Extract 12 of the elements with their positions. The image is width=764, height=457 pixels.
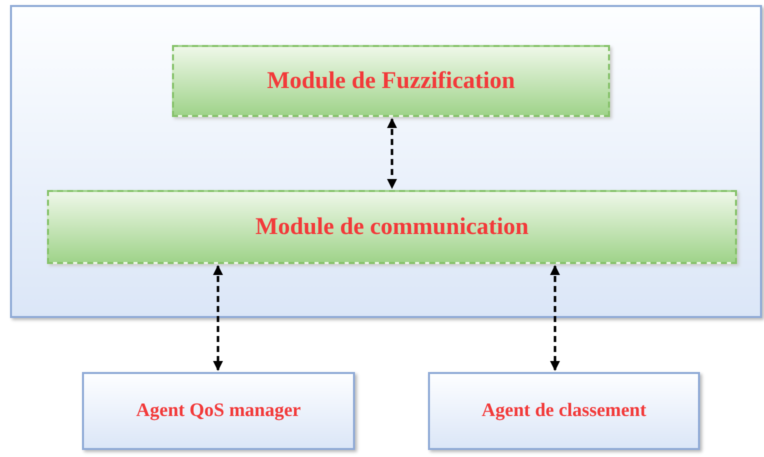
double-arrow xyxy=(387,118,397,189)
agent-box xyxy=(428,372,700,450)
module-label: Module de communication xyxy=(255,214,529,240)
module-box xyxy=(47,190,737,264)
agent-box xyxy=(82,372,355,450)
module-box xyxy=(172,45,610,117)
agent-label: Agent de classement xyxy=(482,400,646,422)
double-arrow xyxy=(213,265,223,371)
module-label: Module de Fuzzification xyxy=(267,68,515,94)
agent-label: Agent QoS manager xyxy=(136,400,301,422)
double-arrow xyxy=(550,265,560,371)
container-box xyxy=(10,5,762,318)
